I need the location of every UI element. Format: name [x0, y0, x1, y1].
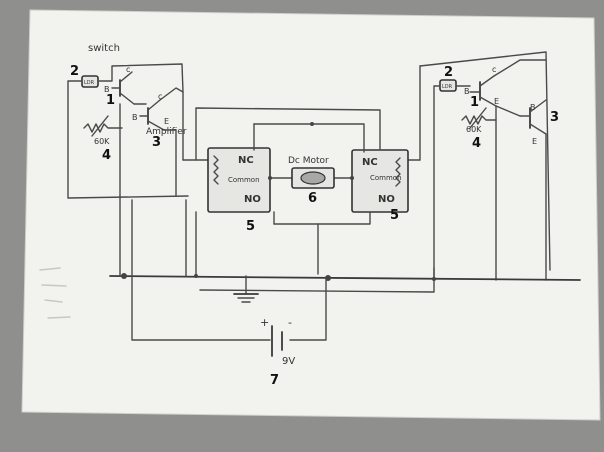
left-t3-e: E — [164, 117, 169, 126]
left-label-3: 3 — [152, 135, 161, 150]
dc-motor: Dc Motor 6 — [288, 156, 335, 206]
motor-wiring — [195, 107, 381, 275]
right-relay-number: 5 — [390, 208, 399, 223]
motor-label: Dc Motor — [288, 156, 329, 166]
left-relay-number: 5 — [246, 219, 255, 234]
left-relay-common: Common — [228, 176, 260, 184]
left-label-2: 2 — [70, 64, 79, 79]
right-label-1: 1 — [470, 95, 479, 110]
right-ldr-label: LDR — [442, 84, 453, 90]
rails — [109, 195, 581, 341]
right-transistor-1: B c E 1 — [464, 65, 499, 110]
right-sensor-circuit: LDR 2 B c E 1 60K 4 — [403, 51, 559, 281]
right-label-2: 2 — [444, 65, 453, 80]
left-t1-c: c — [126, 65, 130, 74]
right-t1-e: E — [494, 97, 499, 106]
motor-number: 6 — [308, 191, 317, 206]
left-relay-no: NO — [244, 194, 261, 205]
right-t3-e: E — [532, 137, 537, 146]
right-resistor-label: 60K — [466, 125, 482, 134]
right-relay-common: Common — [370, 174, 402, 182]
right-t1-b: B — [464, 87, 470, 96]
left-switch-label: switch — [88, 43, 120, 54]
left-sensor-circuit: LDR 2 switch B c 1 60K 4 — [67, 43, 211, 199]
battery-plus: + — [260, 316, 269, 329]
left-relay-nc: NC — [238, 155, 254, 166]
right-transistor-3: B E 3 — [495, 99, 559, 146]
left-t3-c: c — [158, 92, 162, 101]
right-relay-no: NO — [378, 194, 395, 205]
paper-sheet — [21, 9, 601, 421]
right-label-4: 4 — [472, 136, 481, 151]
right-relay-nc: NC — [362, 157, 378, 168]
left-label-4: 4 — [102, 148, 111, 163]
left-transistor-1: B c 1 — [104, 65, 135, 108]
right-label-3: 3 — [550, 110, 559, 125]
battery: + - 9V 7 — [260, 316, 295, 388]
left-relay: NC Common NO 5 — [207, 147, 271, 234]
left-resistor-label: 60K — [94, 137, 110, 146]
left-t1-b: B — [104, 85, 110, 94]
left-ldr-label: LDR — [84, 80, 95, 86]
battery-minus: - — [288, 316, 292, 329]
battery-number: 7 — [270, 373, 279, 388]
right-t1-c: c — [492, 65, 496, 74]
right-t3-b: B — [530, 103, 536, 112]
battery-voltage: 9V — [282, 356, 295, 367]
left-amplifier-label: Amplifier — [146, 127, 187, 137]
left-label-1: 1 — [106, 93, 115, 108]
right-relay: NC Common NO 5 — [351, 149, 409, 223]
faint-marks — [39, 267, 71, 319]
left-transistor-3: B c E Amplifier 3 — [132, 92, 187, 150]
left-t3-b: B — [132, 113, 138, 122]
